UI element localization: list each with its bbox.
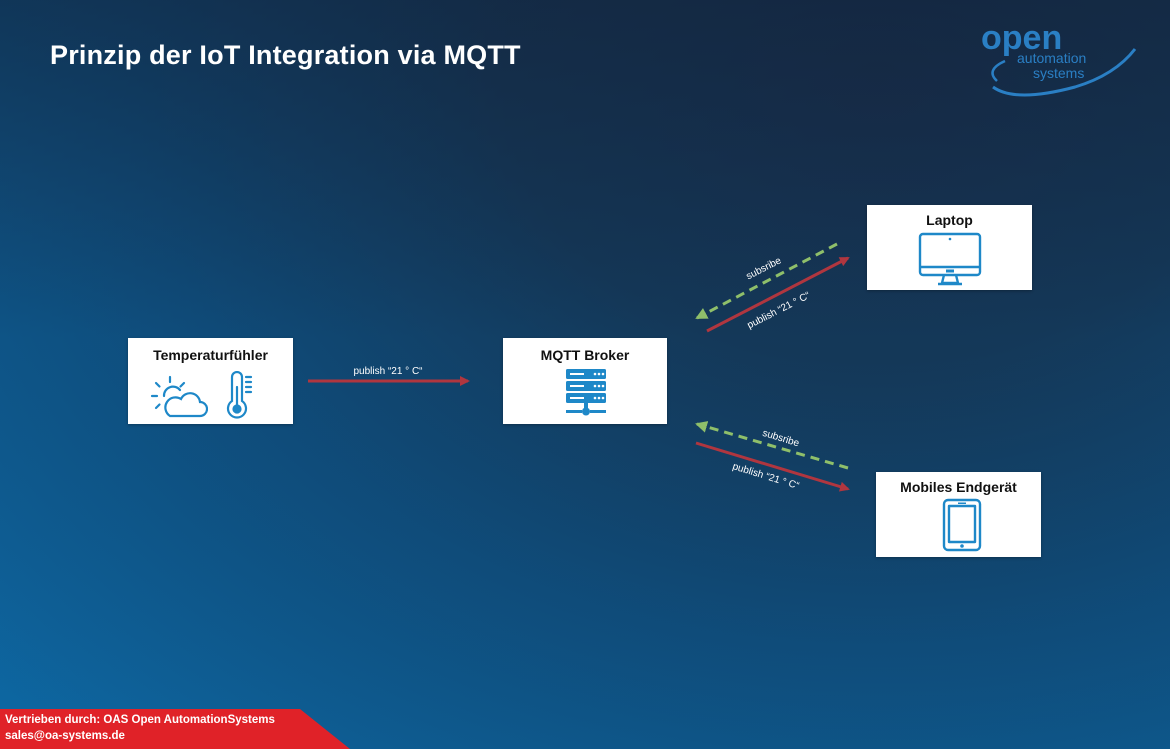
logo-word-systems: systems (1033, 65, 1084, 81)
mobile-subscribe-arrow (695, 421, 849, 470)
monitor-icon (918, 232, 982, 286)
logo-word-open: open (981, 19, 1062, 57)
footer-red-shape (0, 709, 350, 749)
weather-icon (150, 375, 208, 418)
broker-to-laptop-label: publish “21 ° C“ (746, 290, 813, 331)
node-mobile-device: Mobiles Endgerät (876, 472, 1041, 557)
node-label: MQTT Broker (540, 347, 630, 363)
thermometer-icon (226, 371, 253, 419)
server-icon (566, 369, 606, 416)
open-automation-systems-logo: open automation systems (981, 19, 1137, 97)
logo-swoosh-left (991, 59, 1006, 82)
node-label: Mobiles Endgerät (900, 479, 1017, 495)
node-mqtt-broker: MQTT Broker (503, 338, 667, 424)
sensor-to-broker-label: publish “21 ° C“ (353, 366, 422, 377)
footer-distributor: Vertrieben durch: OAS Open AutomationSys… (5, 714, 275, 726)
laptop-subscribe-arrow (695, 242, 838, 320)
broker-to-mobile-label: publish “21 ° C“ (731, 461, 800, 492)
laptop-subscribe-label: subsribe (745, 255, 784, 282)
logo-word-automation: automation (1017, 50, 1086, 66)
node-label: Temperaturfühler (153, 347, 268, 363)
broker-to-mobile-arrow (695, 441, 850, 492)
node-label: Laptop (926, 212, 973, 228)
node-laptop: Laptop (867, 205, 1032, 290)
footer-banner: Vertrieben durch: OAS Open AutomationSys… (0, 709, 350, 749)
footer-email[interactable]: sales@oa-systems.de (5, 730, 125, 742)
page-title: Prinzip der IoT Integration via MQTT (50, 40, 521, 70)
tablet-icon (942, 498, 982, 552)
broker-to-laptop-arrow (706, 256, 850, 333)
logo-swoosh (992, 48, 1137, 97)
mobile-subscribe-label: subsribe (761, 428, 801, 450)
node-temperature-sensor: Temperaturfühler (128, 338, 293, 424)
